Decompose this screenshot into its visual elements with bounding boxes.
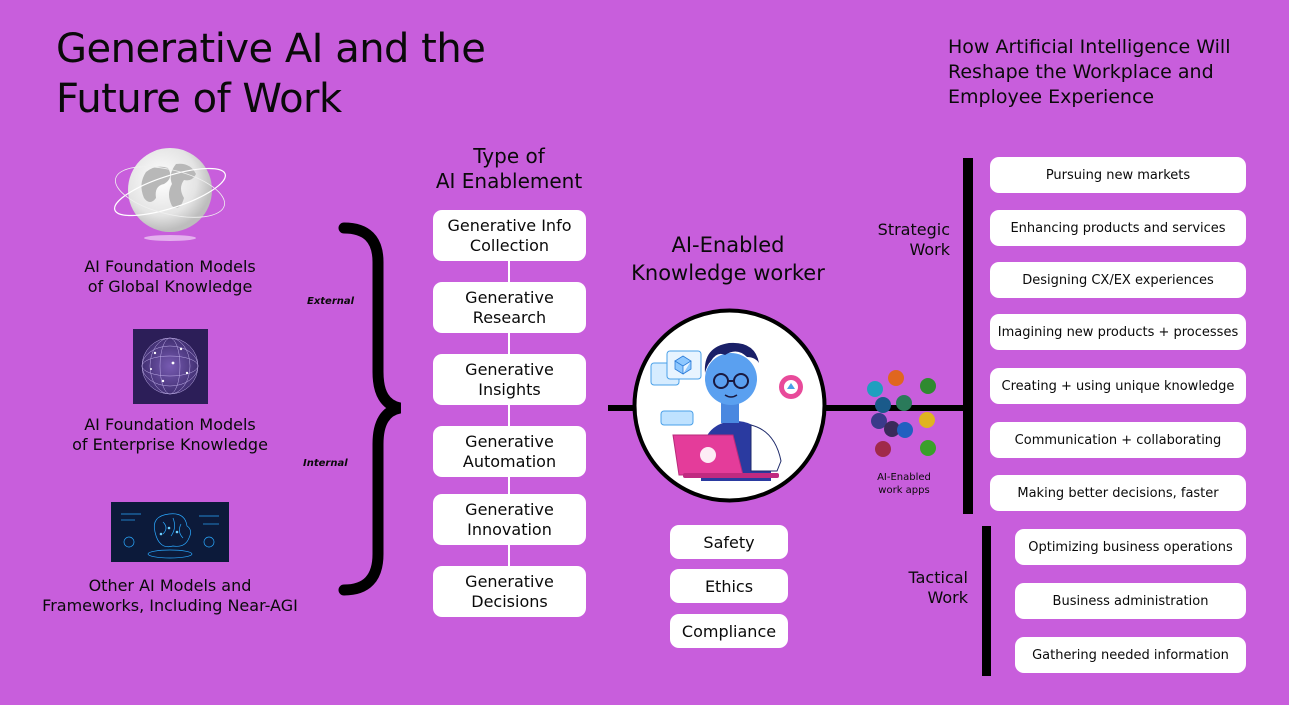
source-label-line-2: of Enterprise Knowledge — [72, 435, 268, 454]
internal-label: Internal — [303, 458, 348, 469]
tactical-work-label: Tactical Work — [868, 568, 969, 608]
strategic-label-line-2: Work — [909, 240, 950, 259]
type-line-2: Decisions — [471, 591, 548, 611]
worker-heading-line-1: AI-Enabled — [671, 233, 785, 257]
policy-compliance: Compliance — [670, 614, 788, 648]
source-global-knowledge: AI Foundation Models of Global Knowledge — [20, 257, 320, 297]
app-dot — [920, 378, 936, 394]
work-apps-dots — [867, 370, 936, 457]
title-line-1: Generative AI and the — [56, 26, 486, 72]
tactical-bracket — [982, 526, 991, 676]
enablement-heading-line-1: Type of — [473, 144, 545, 168]
tactical-item: Optimizing business operations — [1015, 529, 1246, 565]
knowledge-worker-illustration — [632, 308, 827, 503]
type-line-2: Research — [472, 307, 547, 327]
strategic-item: Designing CX/EX experiences — [990, 262, 1246, 298]
enablement-heading-line-2: AI Enablement — [435, 169, 583, 193]
work-apps-label-line-2: work apps — [878, 485, 930, 496]
source-label-line-2: Frameworks, Including Near-AGI — [42, 596, 298, 615]
work-apps-label: AI-Enabled work apps — [858, 471, 950, 497]
app-dot — [919, 412, 935, 428]
curly-brace-icon — [338, 222, 402, 596]
policy-safety: Safety — [670, 525, 788, 559]
source-other-models: Other AI Models and Frameworks, Includin… — [20, 576, 320, 616]
app-dot — [875, 441, 891, 457]
source-enterprise-knowledge: AI Foundation Models of Enterprise Knowl… — [20, 415, 320, 455]
subtitle-line-3: Employee Experience — [948, 86, 1155, 108]
source-label-line-1: AI Foundation Models — [84, 257, 256, 276]
app-dot — [884, 421, 900, 437]
type-line-1: Generative — [465, 287, 554, 307]
app-dot — [875, 397, 891, 413]
source-label-line-1: AI Foundation Models — [84, 415, 256, 434]
subtitle-line-2: Reshape the Workplace and — [948, 61, 1214, 83]
strategic-item: Communication + collaborating — [990, 422, 1246, 458]
source-label-line-1: Other AI Models and — [88, 576, 252, 595]
worker-heading-line-2: Knowledge worker — [631, 261, 825, 285]
globe-icon — [114, 148, 226, 241]
strategic-item: Pursuing new markets — [990, 157, 1246, 193]
app-dot — [897, 422, 913, 438]
type-line-2: Innovation — [467, 519, 552, 539]
strategic-item: Creating + using unique knowledge — [990, 368, 1246, 404]
type-line-2: Collection — [469, 235, 550, 255]
title-line-2: Future of Work — [56, 76, 342, 122]
network-sphere-icon — [133, 329, 208, 404]
type-line-1: Generative — [465, 499, 554, 519]
type-line-2: Insights — [478, 379, 541, 399]
tactical-item: Business administration — [1015, 583, 1246, 619]
app-dot — [920, 440, 936, 456]
external-label: External — [307, 296, 355, 307]
source-label-line-2: of Global Knowledge — [87, 277, 253, 296]
type-line-1: Generative — [465, 431, 554, 451]
ai-brain-icon — [111, 502, 229, 562]
page-title: Generative AI and the Future of Work — [56, 24, 576, 124]
strategic-bracket — [963, 158, 973, 514]
strategic-item: Enhancing products and services — [990, 210, 1246, 246]
page-subtitle: How Artificial Intelligence Will Reshape… — [948, 35, 1278, 110]
enablement-heading: Type of AI Enablement — [418, 144, 600, 194]
strategic-work-label: Strategic Work — [850, 220, 950, 260]
worker-heading: AI-Enabled Knowledge worker — [604, 231, 852, 287]
app-dot — [871, 413, 887, 429]
work-apps-label-line-1: AI-Enabled — [877, 472, 931, 483]
tactical-label-line-2: Work — [927, 588, 968, 607]
app-dot — [888, 370, 904, 386]
tactical-label-line-1: Tactical — [908, 568, 969, 587]
tactical-item: Gathering needed information — [1015, 637, 1246, 673]
strategic-item: Imagining new products + processes — [990, 314, 1246, 350]
type-line-1: Generative — [465, 359, 554, 379]
policy-ethics: Ethics — [670, 569, 788, 603]
app-dot — [867, 381, 883, 397]
subtitle-line-1: How Artificial Intelligence Will — [948, 36, 1231, 58]
strategic-label-line-1: Strategic — [877, 220, 950, 239]
app-dot — [896, 395, 912, 411]
type-line-1: Generative Info — [447, 215, 572, 235]
type-line-1: Generative — [465, 571, 554, 591]
type-line-2: Automation — [462, 451, 557, 471]
strategic-item: Making better decisions, faster — [990, 475, 1246, 511]
